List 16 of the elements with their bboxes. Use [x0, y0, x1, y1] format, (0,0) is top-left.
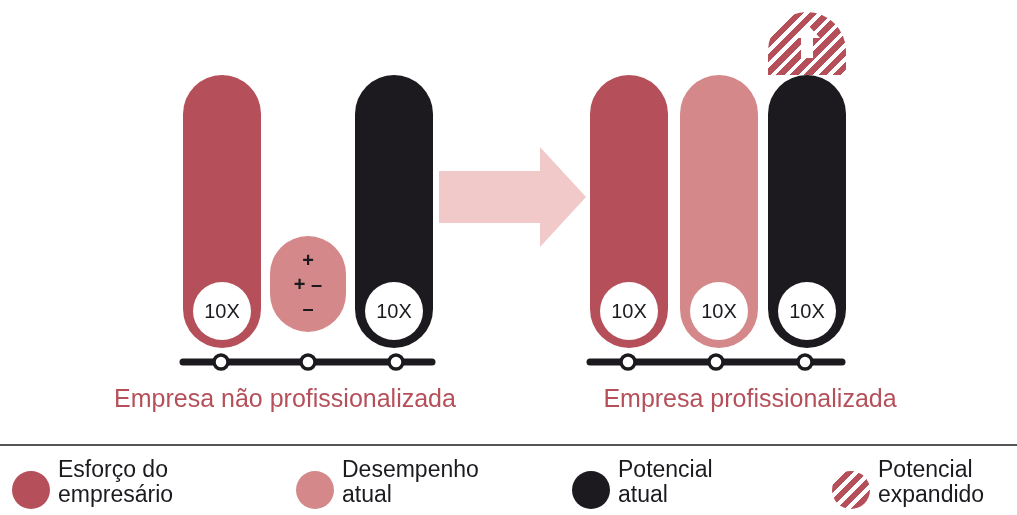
transition-arrow — [439, 147, 586, 247]
value-badge: 10X — [690, 282, 748, 340]
sign-text: + — [302, 250, 314, 270]
legend-label: Desempenho atual — [342, 457, 480, 507]
legend-label: Esforço do empresário — [58, 457, 175, 507]
legend-label: Potencial expandido — [878, 457, 986, 507]
value-badge: 10X — [600, 282, 658, 340]
group-caption: Empresa profissionalizada — [602, 383, 898, 414]
group-caption: Empresa não profissionalizada — [113, 383, 457, 414]
pill-bar — [768, 75, 846, 348]
legend-label: Potencial atual — [618, 457, 714, 507]
value-badge: 10X — [365, 282, 423, 340]
sign-text: – — [302, 298, 314, 318]
value-badge: 10X — [193, 282, 251, 340]
sign-text: + – — [293, 274, 323, 294]
value-badge: 10X — [778, 282, 836, 340]
